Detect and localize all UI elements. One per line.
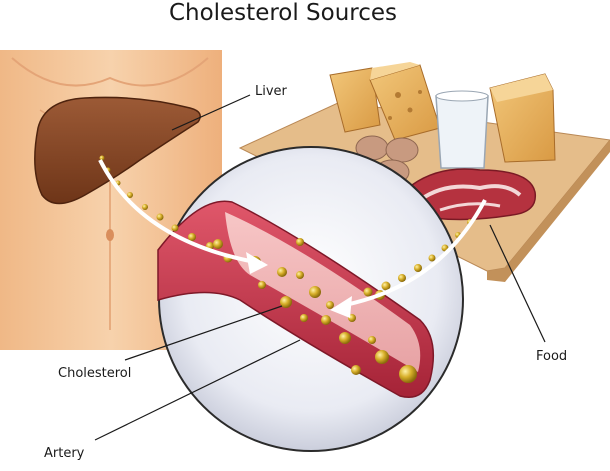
artery-label: Artery bbox=[44, 446, 85, 461]
liver bbox=[34, 96, 201, 205]
artery bbox=[157, 200, 435, 398]
diagram-title: Cholesterol Sources bbox=[168, 0, 398, 26]
cheese bbox=[329, 62, 556, 163]
food-label: Food bbox=[536, 349, 568, 364]
leader-lines bbox=[94, 94, 546, 441]
cholesterol-label: Cholesterol bbox=[58, 366, 132, 381]
liver-label: Liver bbox=[255, 84, 287, 99]
milk-glass bbox=[435, 90, 489, 169]
liver-cholesterol-dots bbox=[99, 155, 233, 263]
flow-arrows bbox=[98, 159, 487, 318]
